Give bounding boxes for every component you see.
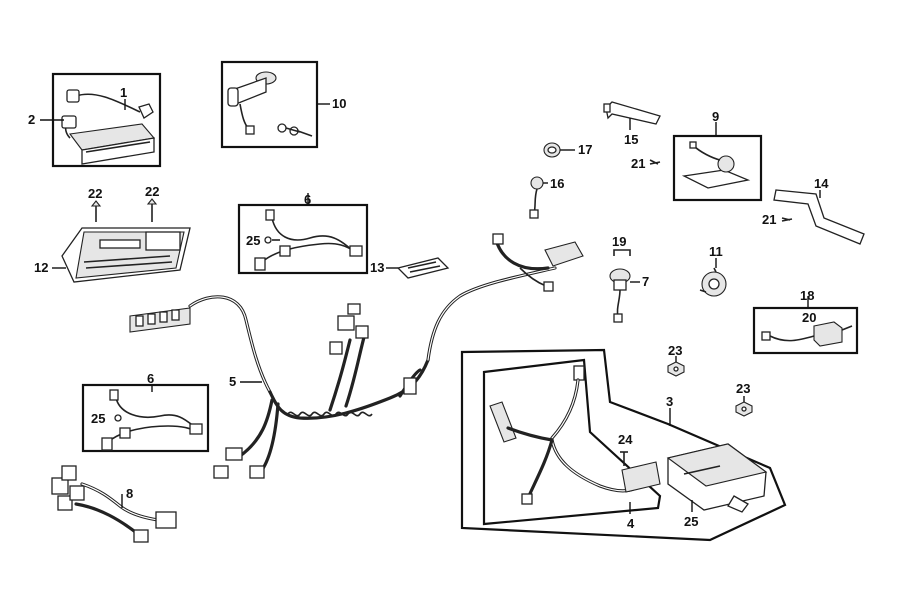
callout-13: 13 [370,260,384,275]
part-22-screws [90,198,158,222]
part-21-clip-upper [649,159,661,165]
part-25-cover [666,443,768,513]
callout-23-right: 23 [736,381,750,396]
callout-18: 18 [800,288,814,303]
group-box-4-inner [482,358,662,526]
callout-22-right: 22 [145,184,159,199]
group-6-upper: 6 25 [237,192,369,275]
part-23-nut-right [735,401,753,417]
callout-19: 19 [612,234,626,249]
callout-20: 20 [802,310,816,325]
callout-17: 17 [578,142,592,157]
part-16-sensor [529,176,544,219]
callout-21-lower: 21 [762,212,776,227]
part-7-switch [609,268,631,323]
part-10-ignition-switch [227,71,313,137]
part-8-sub-harness [51,465,177,543]
part-2-charger-unit [61,115,156,165]
callout-15: 15 [624,132,638,147]
callout-23-left: 23 [668,343,682,358]
callout-9: 9 [712,109,719,124]
callout-3: 3 [666,394,673,409]
group-6-lower: 6 25 [81,371,210,453]
callout-8: 8 [126,486,133,501]
part-5-main-harness [129,233,584,479]
callout-25-lower: 25 [91,411,105,426]
part-11-buzzer [699,267,727,297]
part-13-label-plate [396,257,450,279]
part-23-nut-left [667,361,685,377]
callout-25-upper: 25 [246,233,260,248]
group-box-6-lower [81,383,210,453]
callout-1: 1 [120,85,127,100]
callout-16: 16 [550,176,564,191]
callout-6-upper: 6 [304,192,311,207]
group-box-18 [752,306,859,355]
group-18-20: 18 20 [752,288,859,355]
callout-25-cover: 25 [684,514,698,529]
part-21-clip-lower [781,217,793,222]
callout-10: 10 [332,96,346,111]
callout-12: 12 [34,260,48,275]
group-ignition: 10 [220,60,346,149]
part-4-harness [489,365,661,505]
part-14-strap [773,189,865,245]
part-24-screw [620,451,628,466]
part-17-grommet [543,142,561,158]
callout-14: 14 [814,176,829,191]
callout-24: 24 [618,432,633,447]
callout-4: 4 [627,516,635,531]
part-12-controller [61,227,191,283]
group-charger-cable: 1 2 [28,72,162,168]
callout-7: 7 [642,274,649,289]
callout-21-upper: 21 [631,156,645,171]
callout-22-left: 22 [88,186,102,201]
callout-2: 2 [28,112,35,127]
group-box-3-outer [460,348,787,542]
callout-5: 5 [229,374,236,389]
group-3: 3 4 24 25 [460,348,787,542]
callout-6-lower: 6 [147,371,154,386]
group-9: 9 [672,109,763,202]
part-1-plug-cable [66,89,154,119]
group-box-9 [672,134,763,202]
callout-11: 11 [709,244,723,259]
group-box-6-upper [237,203,369,275]
part-15-bracket [603,101,661,125]
part-19-pin [613,249,631,256]
